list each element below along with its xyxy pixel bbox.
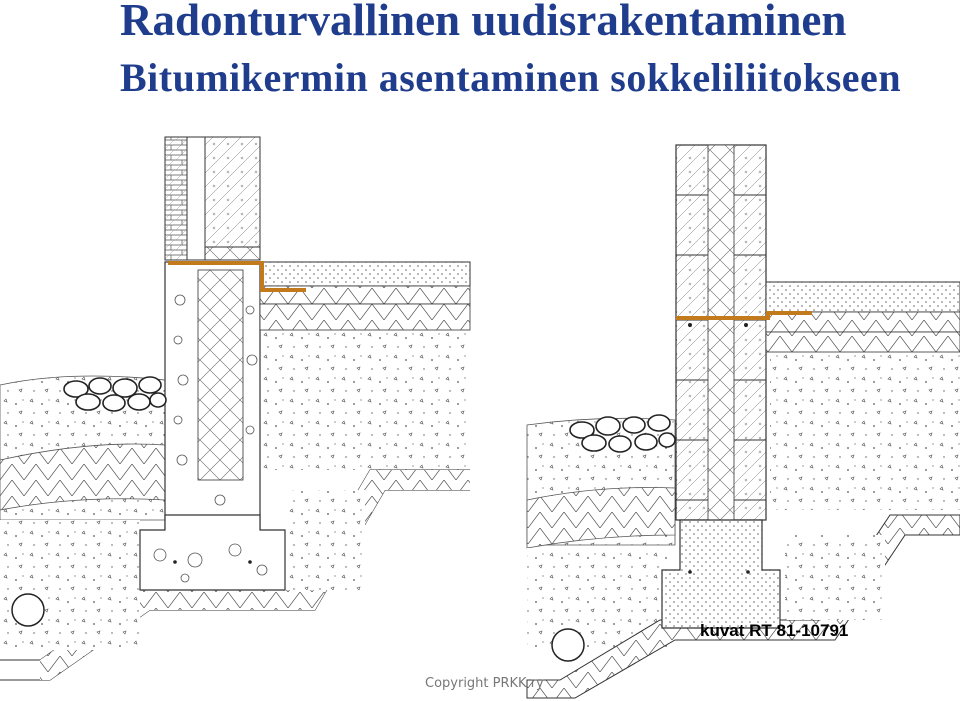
subsoil-right-2 bbox=[785, 535, 885, 620]
drainage-layer-right bbox=[526, 487, 676, 549]
footing-left bbox=[139, 514, 286, 591]
page-title: Radonturvallinen uudisrakentaminen bbox=[120, 0, 847, 45]
drain-pipe-left bbox=[11, 593, 45, 627]
drain-pipe-right bbox=[551, 628, 585, 662]
footing-aggregate-left bbox=[153, 543, 268, 583]
floor-slab-left bbox=[259, 261, 471, 287]
bitumen-membrane-left bbox=[168, 261, 306, 292]
insulation-core-left bbox=[197, 269, 244, 481]
outer-brick-left bbox=[164, 136, 188, 261]
interior-fill-right bbox=[770, 350, 960, 510]
drain-stones-right bbox=[569, 414, 676, 453]
capillary-layer-left bbox=[259, 303, 471, 331]
inner-wall-left bbox=[204, 136, 261, 248]
drain-stones-left bbox=[63, 376, 167, 412]
copyright-notice: Copyright PRKK ry bbox=[425, 676, 544, 691]
interior-fill-left bbox=[260, 330, 470, 470]
foundation-sections-diagram bbox=[0, 136, 960, 699]
right-section bbox=[526, 144, 960, 699]
air-gap-left bbox=[186, 136, 206, 261]
sill-left bbox=[204, 246, 261, 261]
subsoil-left bbox=[0, 520, 140, 650]
excavation-zigzag-right bbox=[526, 514, 960, 699]
figure-caption: kuvat RT 81-10791 bbox=[700, 621, 849, 640]
left-section bbox=[0, 136, 471, 681]
block-insulation-right bbox=[707, 144, 735, 521]
footing-right bbox=[661, 519, 781, 629]
capillary-layer-right bbox=[765, 331, 960, 353]
page-subtitle: Bitumikermin asentaminen sokkeliliitokse… bbox=[120, 55, 902, 100]
aggregate-circles-left bbox=[173, 294, 258, 506]
bitumen-membrane-right bbox=[676, 311, 812, 320]
floor-slab-right bbox=[765, 281, 960, 313]
subsoil-left-2 bbox=[285, 490, 365, 590]
